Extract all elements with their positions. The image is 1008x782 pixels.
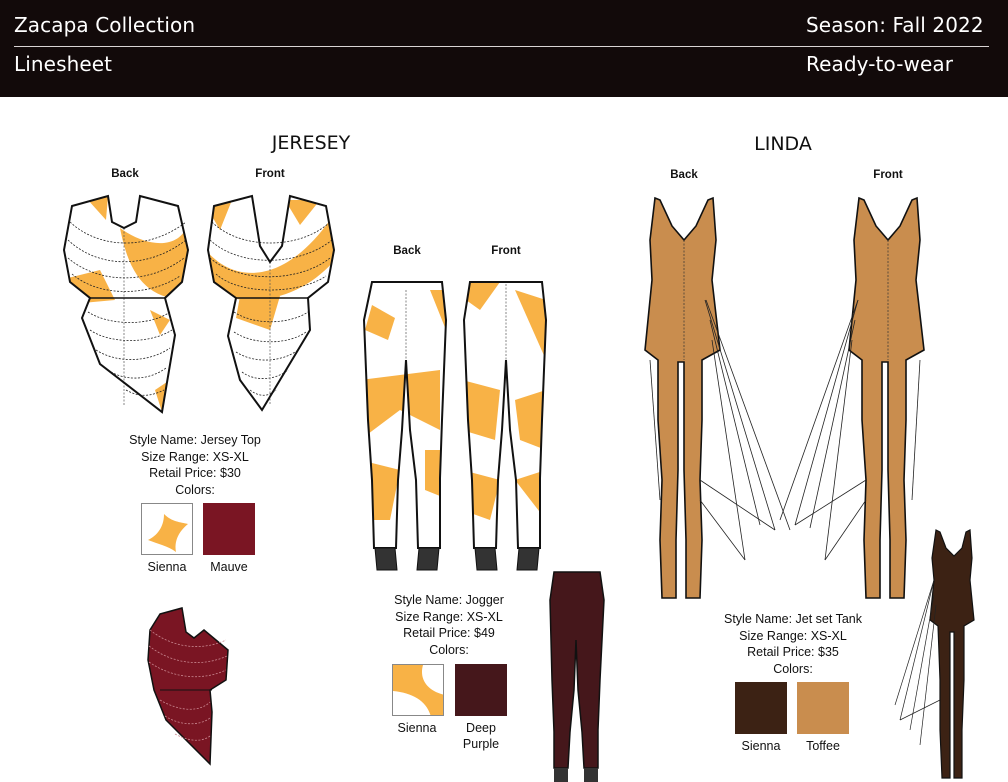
sienna-pattern-icon — [393, 665, 443, 715]
swatch-sienna-pattern — [392, 664, 444, 716]
linesheet-header: Zacapa Collection Season: Fall 2022 Line… — [0, 0, 1008, 97]
swatch-label: Sienna — [147, 560, 187, 574]
jersey-top-front-drawing — [206, 194, 336, 412]
jersey-top-specs: Style Name: Jersey Top Size Range: XS-XL… — [129, 432, 261, 498]
swatch-sienna-brown — [735, 682, 787, 734]
jersey-top-front-label: Front — [255, 168, 285, 180]
header-divider — [14, 46, 989, 47]
colors-label: Colors: — [175, 482, 215, 497]
jersey-top-back-label: Back — [111, 168, 139, 180]
swatch-sienna-pattern — [141, 503, 193, 555]
swatch-label: Mauve — [210, 560, 248, 574]
jogger-back-drawing — [362, 281, 448, 571]
tank-front-drawing — [779, 196, 925, 599]
tank-front-label: Front — [873, 169, 903, 181]
tank-specs: Style Name: Jet set Tank Size Range: XS-… — [724, 611, 862, 677]
size-range: Size Range: XS-XL — [395, 609, 503, 624]
colors-label: Colors: — [773, 661, 813, 676]
swatch-label: Sienna — [741, 739, 781, 753]
swatch-toffee — [797, 682, 849, 734]
sienna-pattern-icon — [148, 514, 188, 552]
tank-brown-drawing — [894, 529, 975, 779]
retail-price: Retail Price: $35 — [747, 645, 839, 659]
jersey-top-mauve-drawing — [147, 607, 229, 766]
size-range: Size Range: XS-XL — [141, 449, 249, 464]
jogger-specs: Style Name: Jogger Size Range: XS-XL Ret… — [394, 592, 504, 658]
swatch-label: Deep Purple — [462, 721, 500, 751]
jogger-deep-purple-drawing — [549, 571, 605, 782]
swatch-deep-purple — [455, 664, 507, 716]
tank-back-drawing — [644, 196, 791, 599]
section-title-jeresey: JERESEY — [271, 132, 351, 154]
jersey-top-back-drawing — [62, 194, 190, 414]
style-name: Style Name: Jet set Tank — [723, 612, 863, 626]
size-range: Size Range: XS-XL — [739, 628, 847, 643]
jogger-front-drawing — [462, 281, 548, 571]
colors-label: Colors: — [429, 642, 469, 657]
season-label: Season: Fall 2022 — [806, 13, 984, 37]
swatch-mauve — [203, 503, 255, 555]
retail-price: Retail Price: $49 — [403, 626, 495, 640]
swatch-label: Toffee — [806, 739, 840, 753]
section-title-linda: LINDA — [754, 133, 812, 155]
swatch-label: Sienna — [397, 721, 437, 735]
retail-price: Retail Price: $30 — [149, 466, 241, 480]
style-name: Style Name: Jersey Top — [129, 433, 261, 447]
category-label: Ready-to-wear — [806, 52, 954, 76]
tank-back-label: Back — [670, 169, 698, 181]
document-type: Linesheet — [14, 52, 113, 76]
style-name: Style Name: Jogger — [394, 593, 504, 607]
collection-name: Zacapa Collection — [14, 13, 196, 37]
jogger-front-label: Front — [491, 245, 521, 257]
jogger-back-label: Back — [393, 245, 421, 257]
